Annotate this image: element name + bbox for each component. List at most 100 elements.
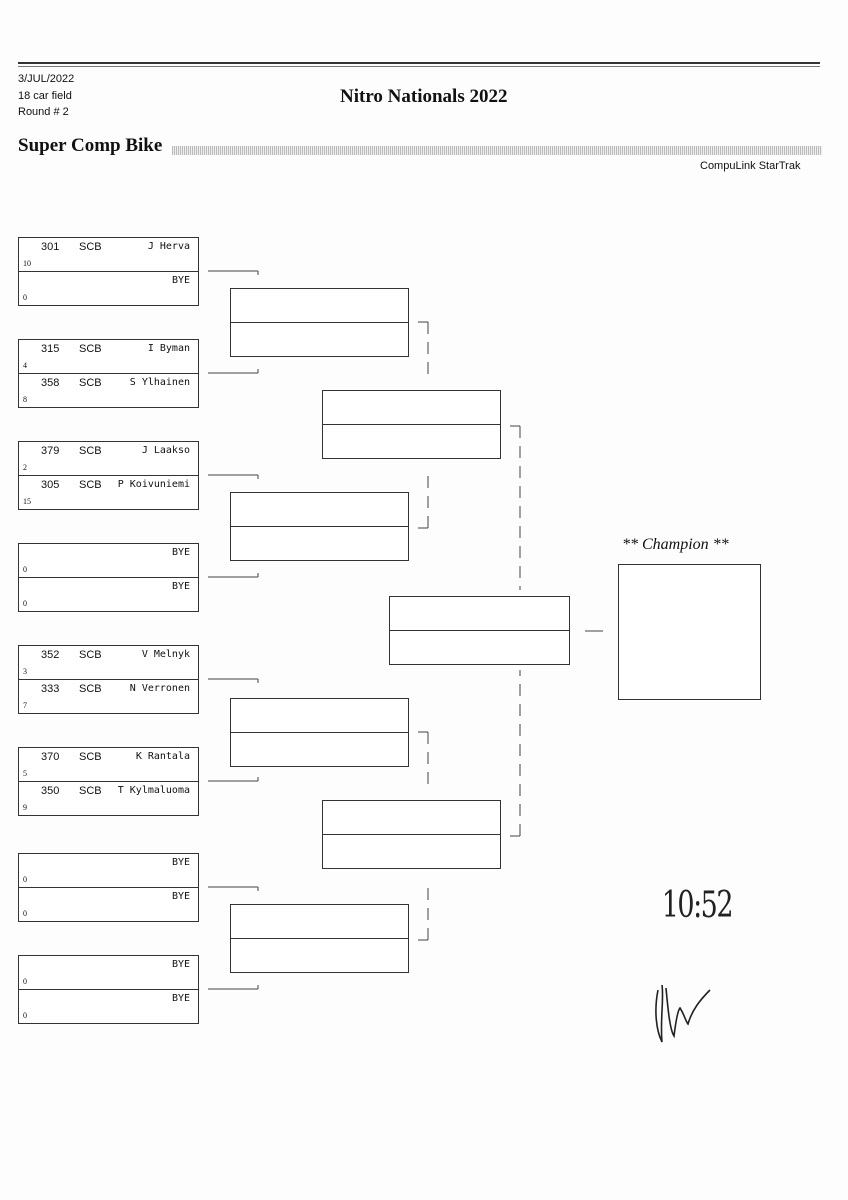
- racer-name: BYE: [171, 580, 190, 592]
- champion-label: ** Champion **: [622, 536, 729, 553]
- winner-slot: [231, 527, 408, 561]
- racer-num: 333: [41, 682, 60, 695]
- racer-lane: 0: [23, 599, 27, 608]
- racer-name: BYE: [171, 547, 190, 558]
- winner-slot: [323, 801, 500, 835]
- round1-matchup: 315 SCB I Byman 4 358 SCB S Ylhainen 8: [18, 339, 199, 408]
- racer-lane: 9: [23, 803, 27, 812]
- round-number: Round # 2: [18, 106, 69, 118]
- handwritten-signature: [655, 984, 711, 1043]
- racer-slot: 315 SCB I Byman 4: [19, 340, 198, 374]
- top-rule-thin: [18, 66, 820, 67]
- racer-cls: SCB: [79, 241, 102, 253]
- handwritten-time: 10:52: [661, 885, 734, 926]
- racer-name: S Ylhainen: [129, 376, 190, 388]
- round3-matchup: [322, 800, 501, 869]
- racer-num: 370: [41, 751, 60, 763]
- racer-lane: 0: [23, 909, 27, 918]
- winner-slot: [390, 597, 569, 631]
- racer-num: 350: [41, 784, 60, 797]
- racer-lane: 0: [23, 564, 27, 574]
- racer-slot: BYE 0: [19, 272, 198, 306]
- racer-name: T Kylmaluoma: [117, 784, 190, 796]
- winner-slot: [323, 391, 500, 425]
- racer-slot: BYE 0: [19, 956, 198, 990]
- racer-name: BYE: [171, 992, 190, 1004]
- racer-slot: BYE 0: [19, 888, 198, 922]
- winner-slot: [323, 425, 500, 459]
- racer-lane: 0: [23, 874, 27, 884]
- racer-num: 315: [41, 343, 60, 355]
- racer-slot: BYE 0: [19, 544, 198, 578]
- racer-lane: 0: [23, 976, 27, 986]
- racer-name: V Melnyk: [141, 649, 190, 660]
- racer-lane: 4: [23, 360, 27, 370]
- racer-lane: 0: [23, 293, 27, 302]
- racer-name: J Herva: [147, 241, 190, 252]
- racer-name: I Byman: [147, 343, 190, 354]
- racer-cls: SCB: [79, 343, 102, 355]
- racer-lane: 15: [23, 497, 31, 506]
- racer-slot: BYE 0: [19, 854, 198, 888]
- racer-cls: SCB: [79, 649, 102, 661]
- racer-name: P Koivuniemi: [117, 478, 190, 490]
- winner-slot: [231, 699, 408, 733]
- round2-matchup: [230, 288, 409, 357]
- racer-lane: 0: [23, 1011, 27, 1020]
- racer-name: N Verronen: [129, 682, 190, 694]
- winner-slot: [231, 733, 408, 767]
- winner-slot: [323, 835, 500, 869]
- racer-name: J Laakso: [141, 445, 190, 456]
- racer-num: 358: [41, 376, 60, 389]
- racer-cls: SCB: [79, 445, 102, 457]
- winner-slot: [231, 939, 408, 973]
- racer-slot: 301 SCB J Herva 10: [19, 238, 198, 272]
- racer-lane: 10: [23, 258, 31, 268]
- racer-slot: 333 SCB N Verronen 7: [19, 680, 198, 714]
- racer-lane: 7: [23, 701, 27, 710]
- racer-name: BYE: [171, 890, 190, 902]
- round3-matchup: [322, 390, 501, 459]
- round2-matchup: [230, 698, 409, 767]
- racer-lane: 8: [23, 395, 27, 404]
- racer-slot: 350 SCB T Kylmaluoma 9: [19, 782, 198, 816]
- racer-cls: SCB: [79, 682, 102, 695]
- racer-slot: 379 SCB J Laakso 2: [19, 442, 198, 476]
- racer-slot: BYE 0: [19, 990, 198, 1024]
- event-title: Nitro Nationals 2022: [340, 86, 508, 107]
- racer-slot: 352 SCB V Melnyk 3: [19, 646, 198, 680]
- racer-name: BYE: [171, 274, 190, 286]
- winner-slot: [231, 905, 408, 939]
- racer-name: BYE: [171, 857, 190, 868]
- winner-slot: [231, 289, 408, 323]
- racer-lane: 2: [23, 462, 27, 472]
- racer-num: 379: [41, 445, 60, 457]
- winner-slot: [231, 323, 408, 357]
- racer-name: BYE: [171, 959, 190, 970]
- title-hatch: [172, 146, 822, 155]
- racer-lane: 5: [23, 768, 27, 778]
- winner-slot: [390, 631, 569, 665]
- champion-box: [618, 564, 761, 700]
- racer-slot: BYE 0: [19, 578, 198, 612]
- racer-num: 352: [41, 649, 60, 661]
- top-rule: [18, 62, 820, 64]
- racer-cls: SCB: [79, 751, 102, 763]
- field-size: 18 car field: [18, 90, 72, 102]
- event-date: 3/JUL/2022: [18, 73, 75, 85]
- racer-lane: 3: [23, 666, 27, 676]
- class-title: Super Comp Bike: [18, 135, 163, 156]
- racer-cls: SCB: [79, 784, 102, 797]
- final-matchup: [389, 596, 570, 665]
- racer-num: 301: [41, 241, 60, 253]
